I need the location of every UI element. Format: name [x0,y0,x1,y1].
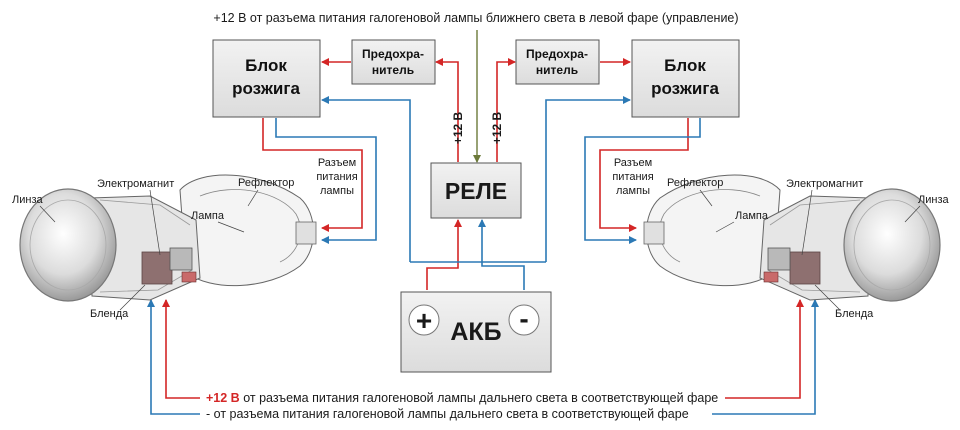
right-lens-label: Линза [918,194,949,206]
left-connector-label-3: лампы [320,185,354,197]
left-ignition-label-2: розжига [232,79,300,98]
left-bulb-label: Лампа [191,210,225,222]
right-electromagnet-icon [789,251,821,285]
right-connector-label-3: лампы [616,185,650,197]
bottom-plus-note: +12 В от разъема питания галогеновой лам… [206,391,718,405]
minus-to-left-ignition-wire [321,96,411,262]
right-magnet-label: Электромагнит [786,178,863,190]
left-fuse: Предохра- нитель [351,39,436,85]
left-fuse-label-2: нитель [372,63,414,77]
left-ignition-out-red [262,118,363,232]
right-ignition-label-2: розжига [651,79,719,98]
battery-minus-to-relay-wire [478,219,525,290]
relay-to-left-fuse-wire [435,58,459,162]
left-lens-icon [19,188,117,302]
battery-plus-sign: + [416,305,432,336]
voltage-label-left: +12 В [451,111,465,144]
bottom-plus-prefix: +12 В [206,391,240,405]
left-lens-label: Линза [12,194,43,206]
left-connector-label-1: Разъем [318,157,356,169]
left-electromagnet-icon [141,251,173,285]
bottom-plus-text: от разъема питания галогеновой лампы дал… [240,391,719,405]
right-shade-label: Бленда [835,308,874,320]
left-magnet-label: Электромагнит [97,178,174,190]
right-ignition-label-1: Блок [664,56,706,75]
left-headlamp [19,174,317,302]
left-reflector-label: Рефлектор [238,177,294,189]
left-connector-label-2: питания [316,171,357,183]
left-magnet-plus-wire [162,299,200,399]
left-magnet-minus-wire [147,299,200,415]
right-fuse-label-1: Предохра- [526,47,588,61]
left-shade-label: Бленда [90,308,129,320]
battery-label: АКБ [450,318,501,346]
left-ignition-out-blue [275,118,377,244]
left-ignition-label-1: Блок [245,56,287,75]
right-magnet-plus-wire [725,299,804,399]
relay: РЕЛЕ [430,162,522,219]
right-connector-label-2: питания [612,171,653,183]
control-note: +12 В от разъема питания галогеновой лам… [213,11,738,25]
right-magnet-minus-wire [712,299,819,415]
battery-plus-terminal [408,304,440,336]
right-ignition-unit: Блок розжига [631,39,740,118]
battery-plus-to-relay-wire [426,219,462,290]
left-fuse-label-1: Предохра- [362,47,424,61]
right-fuse-label-2: нитель [536,63,578,77]
relay-label: РЕЛЕ [445,178,507,204]
bottom-minus-note: - от разъема питания галогеновой лампы д… [206,407,689,421]
right-ignition-out-blue [584,118,701,244]
right-headlamp [643,174,941,302]
right-bulb-label: Лампа [735,210,769,222]
left-ignition-unit: Блок розжига [212,39,321,118]
battery-minus-terminal [508,304,540,336]
right-ignition-out-red [599,118,689,232]
voltage-label-right: +12 В [490,111,504,144]
right-connector-label-1: Разъем [614,157,652,169]
right-fuse: Предохра- нитель [515,39,600,85]
battery: + - АКБ [400,291,552,373]
relay-to-right-fuse-wire [496,58,516,162]
battery-minus-sign: - [519,303,528,334]
right-lens-icon [843,188,941,302]
right-reflector-label: Рефлектор [667,177,723,189]
minus-to-right-ignition-wire [545,96,631,262]
